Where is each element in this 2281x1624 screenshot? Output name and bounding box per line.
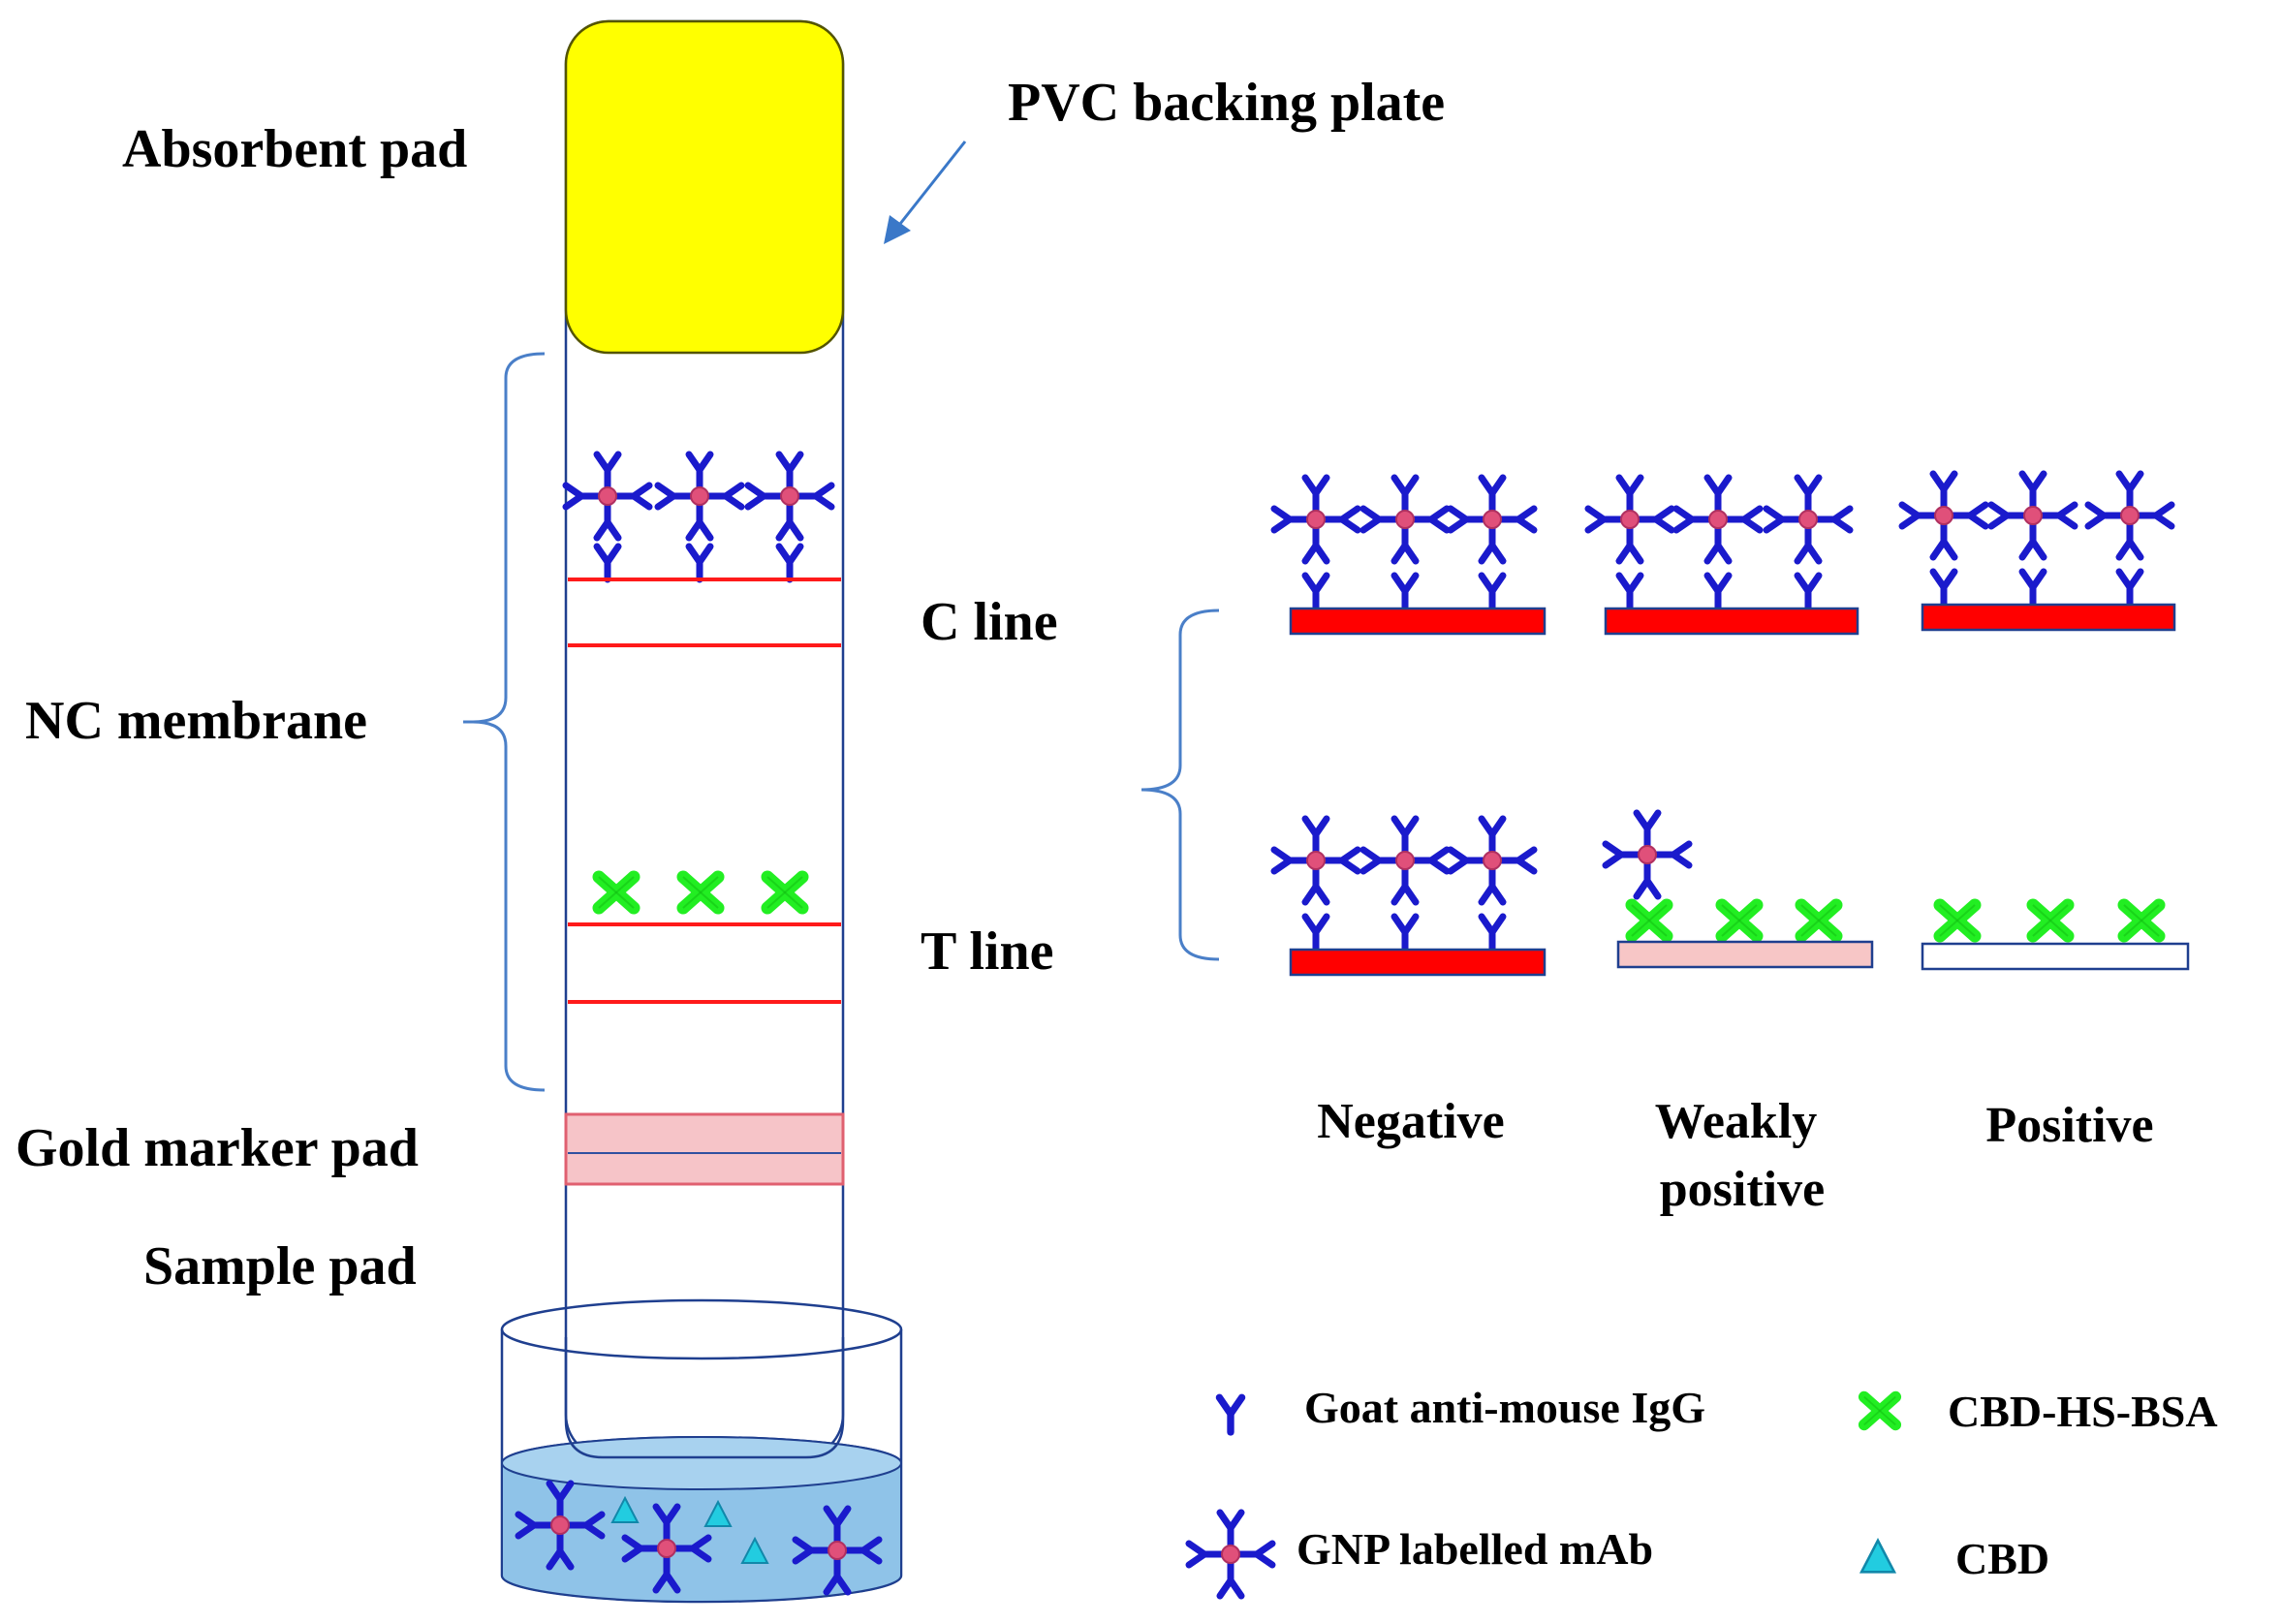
nc-membrane-label: NC membrane	[25, 691, 367, 751]
weak-t-complex	[1606, 813, 1689, 896]
weak-t-crosses	[1632, 905, 1836, 936]
weakly-positive-label: Weakly positive	[1655, 1094, 1830, 1217]
positive-t-band	[1921, 942, 2190, 971]
weakly-positive-label-line1: Weakly	[1655, 1094, 1818, 1149]
weak-c-complexes	[1588, 478, 1850, 609]
result-positive: Positive	[1902, 474, 2190, 1153]
gold-marker-pad-block	[564, 1112, 845, 1186]
negative-t-band	[1289, 948, 1547, 977]
legend-cbd-hs-bsa-icon	[1864, 1397, 1895, 1425]
t-line-label: T line	[921, 921, 1053, 982]
result-negative: Negative	[1274, 478, 1547, 1149]
weak-t-band	[1616, 940, 1874, 969]
weakly-positive-label-line2: positive	[1660, 1162, 1825, 1217]
legend-cbd-label: CBD	[1955, 1534, 2049, 1583]
legend-gnp-mab-label: GNP labelled mAb	[1297, 1524, 1653, 1574]
positive-c-complexes	[1902, 474, 2172, 605]
pvc-backing-plate-label: PVC backing plate	[1008, 73, 1445, 133]
sample-well	[500, 1298, 903, 1604]
negative-label-line1: Negative	[1317, 1094, 1504, 1149]
nc-membrane-brace	[472, 352, 546, 1092]
negative-label: Negative	[1317, 1094, 1504, 1149]
c-line-label: C line	[921, 592, 1058, 652]
legend-cbd-hs-bsa-label: CBD-HS-BSA	[1948, 1387, 2218, 1436]
positive-label: Positive	[1985, 1098, 2153, 1153]
absorbent-pad-label: Absorbent pad	[122, 119, 467, 179]
positive-label-line1: Positive	[1985, 1098, 2153, 1153]
pvc-arrow	[894, 141, 967, 230]
legend-igg-label: Goat anti-mouse IgG	[1304, 1383, 1705, 1432]
test-strip	[564, 19, 845, 1459]
positive-c-band	[1921, 603, 2176, 632]
absorbent-pad-block	[564, 19, 845, 355]
result-weakly-positive: Weakly positive	[1588, 478, 1874, 1217]
result-brace	[1140, 609, 1220, 961]
legend: Goat anti-mouse IgG CBD-HS-BSA GNP label…	[1189, 1383, 2218, 1596]
legend-cbd-icon	[1859, 1539, 1896, 1574]
negative-t-complexes	[1274, 819, 1534, 950]
positive-t-crosses	[1940, 905, 2159, 936]
negative-c-complexes	[1274, 478, 1534, 609]
legend-igg-icon	[1219, 1397, 1241, 1432]
legend-gnp-mab-icon	[1189, 1513, 1272, 1596]
negative-c-band	[1289, 607, 1547, 636]
strip-c-line-complexes	[566, 454, 831, 579]
gold-marker-pad-label: Gold marker pad	[16, 1118, 419, 1178]
sample-pad-label: Sample pad	[143, 1236, 417, 1296]
weak-c-band	[1604, 607, 1859, 636]
